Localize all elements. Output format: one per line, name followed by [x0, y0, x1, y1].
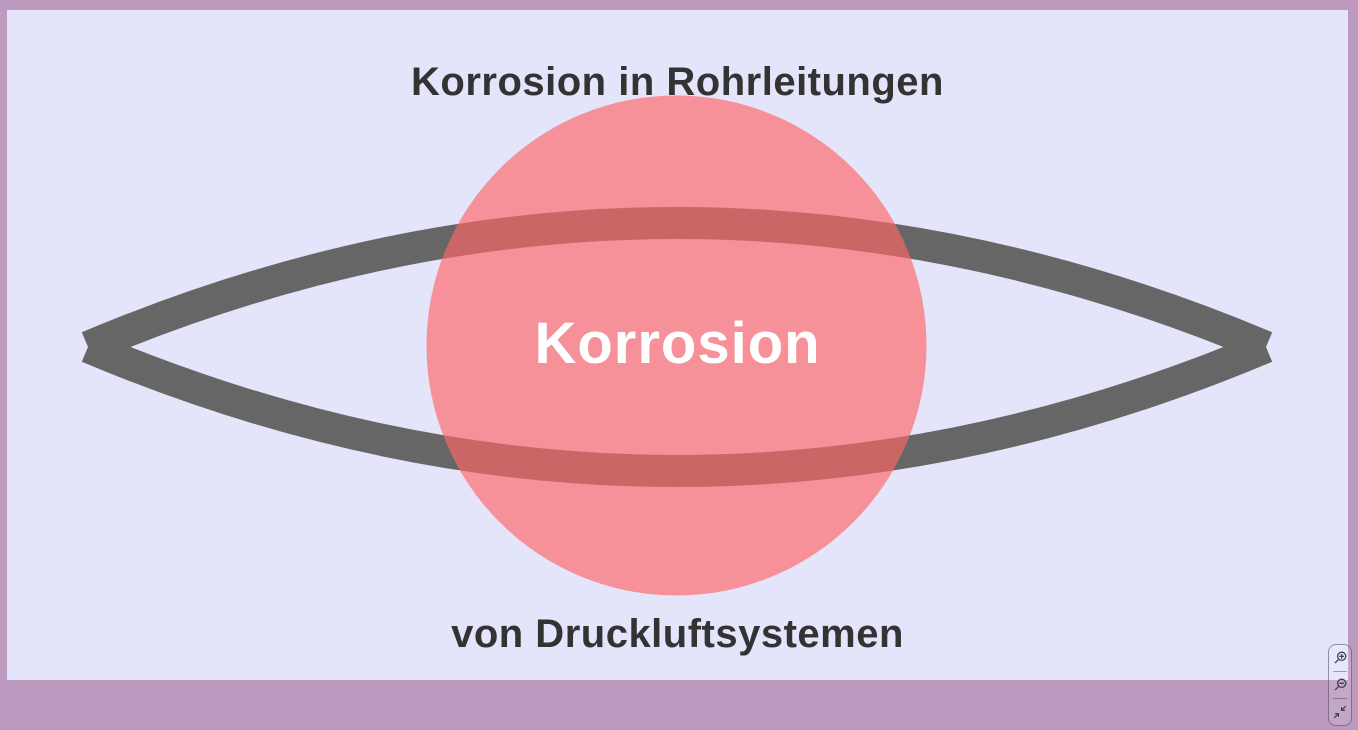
zoom-in-button[interactable]: [1329, 645, 1351, 671]
diagram-subtitle: von Druckluftsystemen: [451, 612, 904, 656]
zoom-toolbar: [1328, 644, 1352, 726]
zoom-out-button[interactable]: [1329, 672, 1351, 698]
divider: [1333, 698, 1347, 699]
diagram-canvas: Korrosion in Rohrleitungen Korrosion von…: [7, 10, 1348, 680]
magnifier-minus-icon: [1333, 678, 1347, 692]
korrosion-circle: [426, 95, 927, 596]
circle-label: Korrosion: [534, 310, 821, 376]
diagram-shapes: [81, 95, 1273, 596]
divider: [1333, 671, 1347, 672]
collapse-arrows-icon: [1333, 705, 1347, 719]
reset-view-button[interactable]: [1329, 699, 1351, 725]
diagram-title: Korrosion in Rohrleitungen: [411, 60, 944, 104]
magnifier-plus-icon: [1333, 651, 1347, 665]
